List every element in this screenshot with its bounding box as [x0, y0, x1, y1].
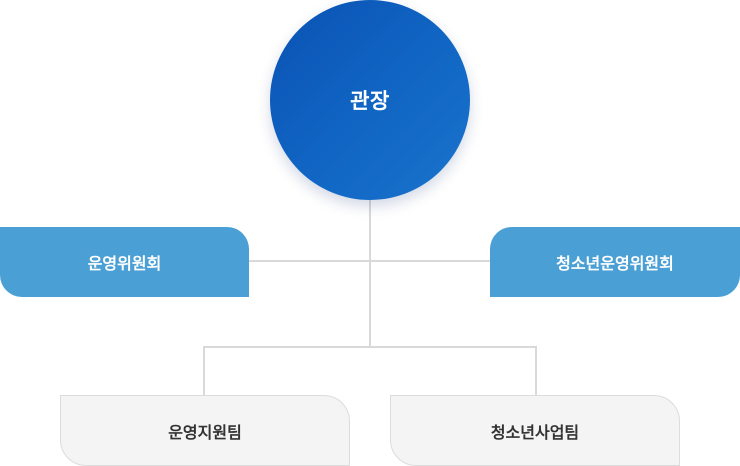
team-node-label: 청소년사업팀 — [490, 422, 580, 442]
root-node-director: 관장 — [270, 0, 470, 200]
root-node-label: 관장 — [350, 89, 390, 113]
committee-node-label: 청소년운영위원회 — [556, 254, 674, 273]
team-node-label: 운영지원팀 — [168, 422, 242, 442]
team-node-youth-programs: 청소년사업팀 — [390, 395, 680, 466]
committee-node-youth: 청소년운영위원회 — [490, 227, 740, 297]
committee-node-operations: 운영위원회 — [0, 227, 249, 297]
team-node-operations-support: 운영지원팀 — [60, 395, 350, 466]
committee-node-label: 운영위원회 — [87, 254, 162, 273]
